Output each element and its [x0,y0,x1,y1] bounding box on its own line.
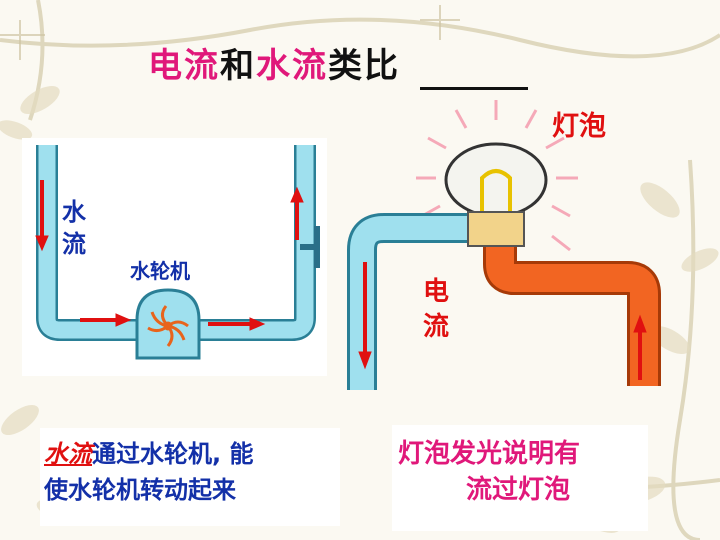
water-flow-label: 水 流 [62,196,86,260]
water-flow-label-char1: 水 [62,198,86,226]
orange-wire [483,240,661,386]
water-flow-label-char2: 流 [62,230,86,258]
title-and: 和 [220,46,256,86]
water-caption-line1: 水流通过水轮机, 能 [44,436,253,472]
water-caption: 水流通过水轮机, 能 使水轮机转动起来 [44,436,253,508]
electric-current-label-char2: 流 [423,312,450,342]
current-arrows [358,262,647,380]
title-underline [420,87,528,90]
blue-wire [347,213,472,390]
bulb-base [467,211,525,247]
blue-wire-inner [350,216,472,390]
electric-current-label-char1: 电 [423,277,450,307]
water-flow-arrows [35,180,304,331]
water-caption-keyword: 水流 [44,440,92,468]
bulb-caption-line1: 灯泡发光说明有 [398,439,581,469]
electric-current-label: 电 流 [423,275,449,345]
water-caption-line1-rest: 通过水轮机, 能 [92,440,254,468]
water-caption-line2: 使水轮机转动起来 [44,476,236,504]
water-turbine-label: 水轮机 [130,259,190,283]
bulb-filament [480,169,512,214]
slide-title: 电流和水流类比 [148,38,400,87]
water-valve-icon [300,226,320,268]
bulb-glass [444,142,548,218]
title-analogy: 类比 [328,46,400,86]
bulb-caption: 灯泡发光说明有 流过灯泡 [398,436,580,508]
bulb-caption-line2: 流过灯泡 [466,475,571,505]
right-caption-panel [392,425,648,531]
title-electric-current: 电流 [148,46,220,86]
orange-wire-inner [486,240,658,386]
bulb-label: 灯泡 [552,111,606,142]
water-turbine-icon [147,305,189,347]
left-caption-panel [40,428,340,526]
title-water-flow: 水流 [256,46,328,86]
